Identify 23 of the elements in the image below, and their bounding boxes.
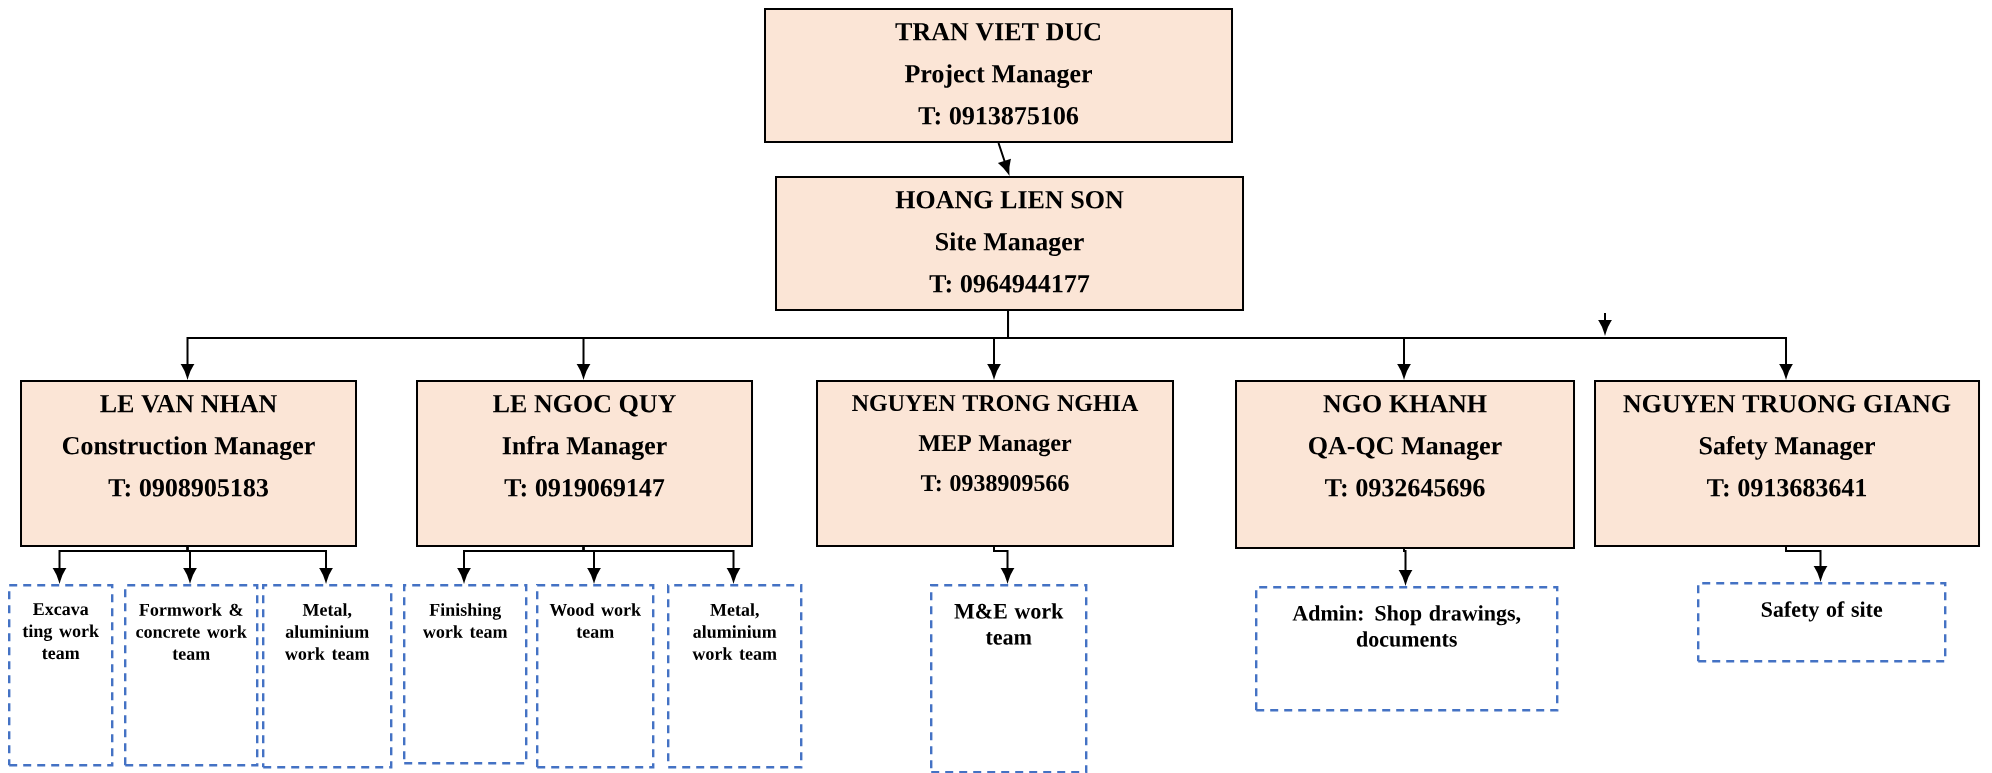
team-box: Excava ting work team bbox=[8, 584, 114, 767]
team-box: Wood work team bbox=[536, 584, 655, 769]
manager-box: TRAN VIET DUC Project Manager T: 0913875106 bbox=[764, 8, 1233, 143]
connector-arrow bbox=[997, 142, 1011, 174]
team-box: Finishing work team bbox=[403, 584, 528, 765]
manager-box: LE NGOC QUY Infra Manager T: 0919069147 bbox=[416, 380, 753, 547]
connector-arrow bbox=[1007, 310, 1793, 378]
team-box: M&E work team bbox=[930, 584, 1088, 773]
connector-arrow bbox=[1785, 546, 1827, 580]
connector-arrow bbox=[993, 546, 1014, 582]
connector-arrow bbox=[186, 546, 333, 582]
team-box: Admin: Shop drawings, documents bbox=[1255, 586, 1559, 712]
team-box: Formwork & concrete work team bbox=[124, 584, 259, 767]
manager-box: HOANG LIEN SON Site Manager T: 0964944177 bbox=[775, 176, 1244, 311]
manager-box: NGUYEN TRUONG GIANG Safety Manager T: 0913683641 bbox=[1594, 380, 1980, 547]
manager-box: NGUYEN TRONG NGHIA MEP Manager T: 0938909566 bbox=[816, 380, 1174, 547]
team-box: Metal, aluminium work team bbox=[262, 584, 393, 769]
team-box: Metal, aluminium work team bbox=[667, 584, 803, 769]
connector-arrow bbox=[582, 546, 740, 582]
team-box: Safety of site bbox=[1697, 582, 1947, 663]
manager-box: NGO KHANH QA-QC Manager T: 0932645696 bbox=[1235, 380, 1575, 549]
manager-box: LE VAN NHAN Construction Manager T: 0908905183 bbox=[20, 380, 357, 547]
connector-arrow bbox=[1399, 548, 1412, 584]
